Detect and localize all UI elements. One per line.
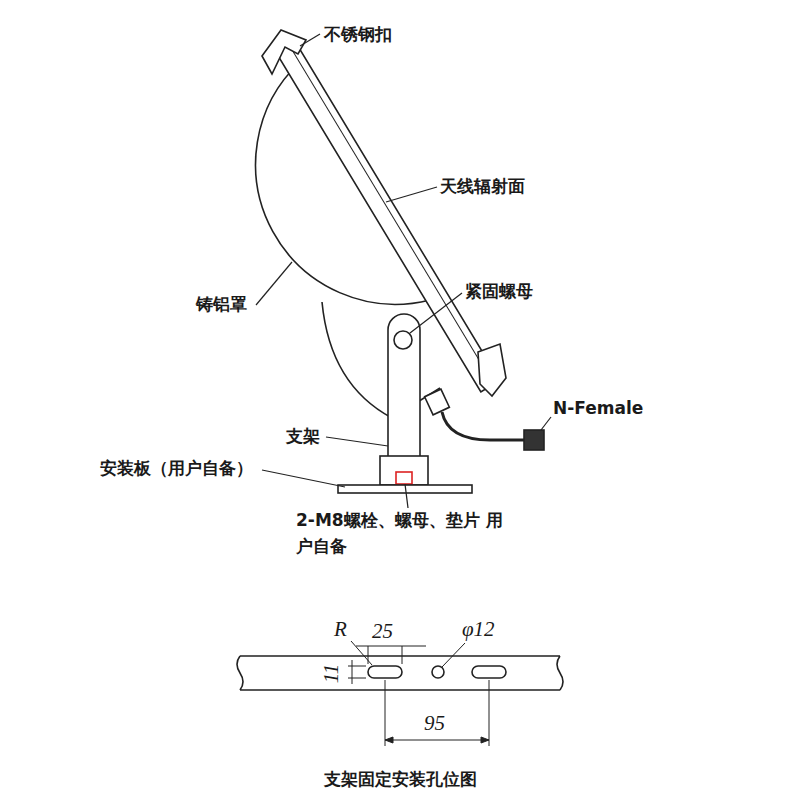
bracket-strip xyxy=(237,656,563,690)
fastening-nut xyxy=(394,331,412,349)
dimension-label: 11 xyxy=(320,664,343,683)
dimension-label: φ12 xyxy=(462,618,495,641)
slot-hole xyxy=(368,666,402,678)
round-hole xyxy=(432,666,444,678)
part-label: 2-M8螺栓、螺母、垫片 用户自备 xyxy=(296,508,511,559)
n-female-connector xyxy=(524,430,544,450)
connector-block xyxy=(425,389,450,415)
part-label: N-Female xyxy=(553,396,643,422)
part-label: 安装板（用户自备） xyxy=(100,456,253,482)
dimension-lines xyxy=(348,641,489,746)
part-label: 天线辐射面 xyxy=(440,174,525,200)
bracket-base xyxy=(380,456,428,485)
part-label: 不锈钢扣 xyxy=(324,22,392,48)
bottom-clip xyxy=(478,344,506,396)
aluminium-cover xyxy=(256,62,430,304)
dimension-label: 25 xyxy=(372,620,393,643)
stainless-clip xyxy=(262,30,306,74)
dimension-label: 95 xyxy=(424,712,445,735)
radiating-panel xyxy=(274,38,499,392)
part-label: 支架 xyxy=(286,424,320,450)
figure-caption: 支架固定安装孔位图 xyxy=(324,768,477,791)
leader-lines xyxy=(256,34,551,508)
cable xyxy=(442,412,524,440)
cover-lower xyxy=(322,302,440,418)
dimension-label: R xyxy=(334,618,347,641)
m8-bolt xyxy=(396,472,412,484)
part-label: 紧固螺母 xyxy=(465,279,533,305)
part-label: 铸铝罩 xyxy=(196,292,247,318)
slot-hole xyxy=(472,666,506,678)
bracket xyxy=(388,314,420,458)
